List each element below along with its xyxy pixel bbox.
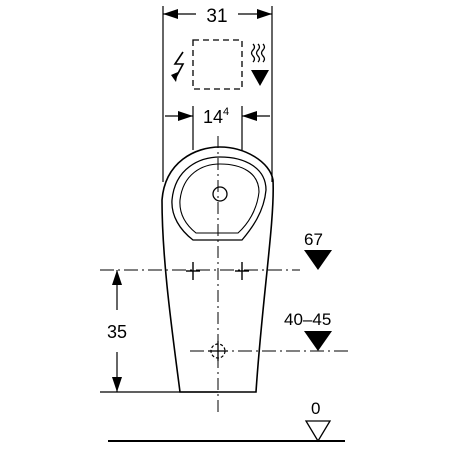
outlet-marker <box>190 341 350 361</box>
mount-height-dimension: 35 <box>100 270 218 393</box>
flush-inlet-hole <box>212 186 228 202</box>
inlet-spacing-label: 144 <box>203 106 229 127</box>
level-triangle-67 <box>304 250 332 270</box>
inlet-spacing-dimension: 144 <box>165 106 270 150</box>
lightning-bolt-icon <box>171 51 185 82</box>
width-arrow-left <box>163 9 178 19</box>
inlet-arrow-left <box>178 111 193 121</box>
width-label: 31 <box>206 6 227 27</box>
mount-arrow-top <box>112 270 122 285</box>
inlet-arrow-right <box>242 111 257 121</box>
mount-arrow-bottom <box>112 377 122 392</box>
floor-level-marker: 0 <box>304 399 332 443</box>
inlet-markers <box>100 262 300 280</box>
outlet-height-label: 40–45 <box>284 310 331 329</box>
outlet-height-marker: 40–45 <box>284 310 332 351</box>
floor-level-label: 0 <box>311 399 320 418</box>
inlet-height-label: 67 <box>304 230 323 249</box>
level-triangle-40-45 <box>304 331 332 351</box>
width-dimension: 31 <box>162 6 273 182</box>
inlet-height-marker: 67 <box>304 230 332 270</box>
width-arrow-right <box>257 9 272 19</box>
level-triangle-0 <box>304 420 332 443</box>
mount-height-label: 35 <box>107 322 127 342</box>
urinal-body <box>161 136 275 414</box>
control-box <box>192 39 243 90</box>
urinal-bowl <box>171 156 267 241</box>
water-supply-arrow-icon <box>250 43 269 86</box>
